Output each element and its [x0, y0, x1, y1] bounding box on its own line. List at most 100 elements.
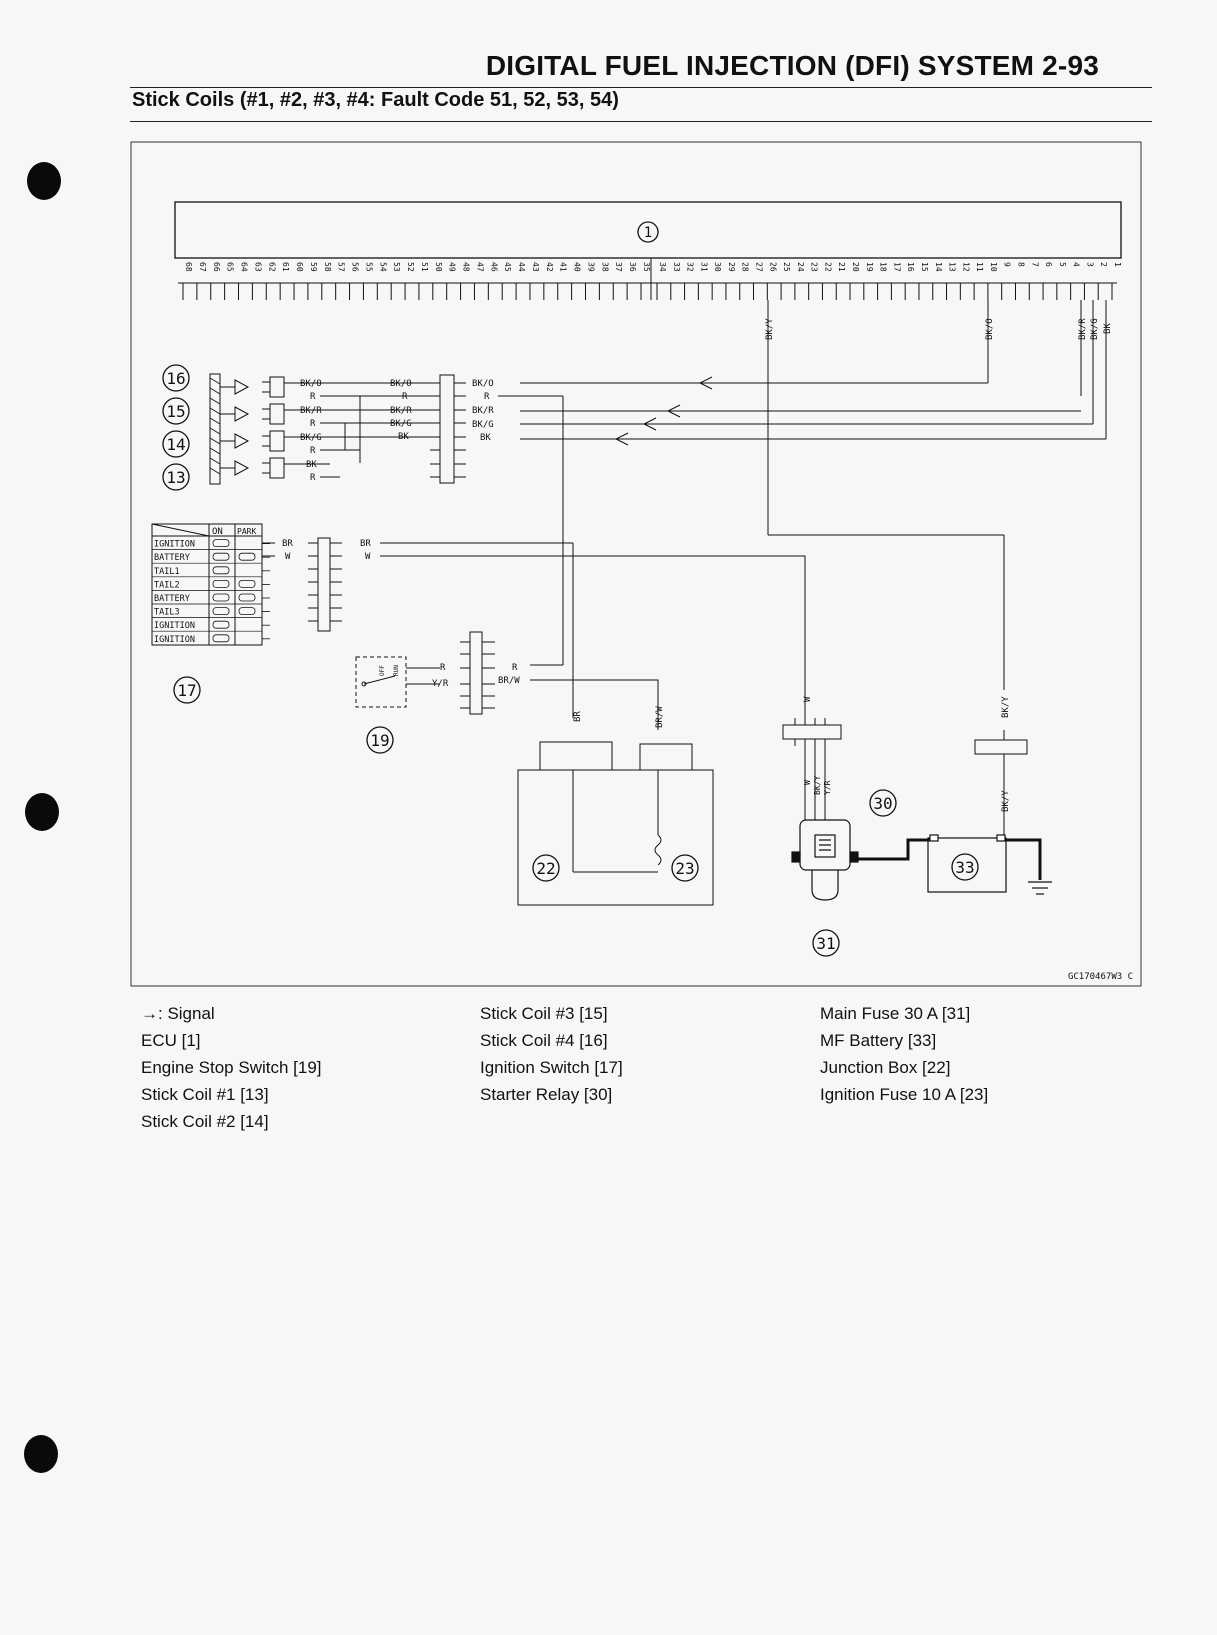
ecu-pin-number: 7 — [1030, 262, 1039, 267]
ign-switch-contact — [212, 620, 230, 629]
coil-wire-label: BK — [398, 432, 409, 442]
ecu-pin-number: 66 — [212, 262, 221, 272]
ecu-pin-number: 37 — [614, 262, 623, 272]
page-subtitle: Stick Coils (#1, #2, #3, #4: Fault Code … — [132, 89, 619, 111]
coil-ground-bar — [209, 373, 221, 485]
ign-switch-row-label: TAIL2 — [154, 580, 180, 590]
ecu-pin-number: 65 — [226, 262, 235, 272]
legend-item: MF Battery [33] — [820, 1031, 937, 1050]
ecu-wire-label: BK/G — [1090, 318, 1100, 340]
ecu-pin-number: 48 — [462, 262, 471, 272]
ecu-pin-number: 46 — [489, 262, 498, 272]
ign-switch-contact — [238, 607, 256, 615]
ecu-pin-number: 50 — [434, 262, 443, 272]
coil-wire-label: BK/R — [300, 406, 322, 416]
ecu-pin-number: 2 — [1099, 262, 1108, 267]
stop-switch-mark: OFF — [379, 665, 386, 676]
stop-wire-label: BR/W — [498, 676, 520, 686]
coil-ref: 13 — [166, 468, 185, 487]
ecu-pin-number: 34 — [658, 262, 667, 272]
relay-wire-label: W — [803, 696, 813, 702]
ign-switch-contact — [212, 539, 230, 547]
ecu-pin-number: 58 — [323, 262, 332, 272]
coil-wire-label: BK/G — [390, 419, 412, 429]
ecu-pin-number: 23 — [810, 262, 819, 272]
ecu-pin-number: 12 — [961, 262, 970, 272]
legend-column-3: Main Fuse 30 A [31] MF Battery [33] Junc… — [820, 1000, 988, 1108]
junction-box-ref: 22 — [536, 859, 555, 878]
binder-hole-bottom — [24, 1435, 58, 1473]
ecu-pin-number: 18 — [879, 262, 888, 272]
stick-coil-16 — [220, 376, 285, 398]
battery-wire-label: BK/Y — [1001, 790, 1011, 812]
ign-switch-contact — [212, 607, 230, 615]
mf-battery — [858, 834, 1052, 895]
legend-item: Starter Relay [30] — [480, 1085, 613, 1104]
ecu-pin-number: 5 — [1058, 262, 1067, 267]
ign-switch-row-label: IGNITION — [154, 540, 195, 550]
coil-wire-label: R — [310, 473, 316, 483]
coil-wire-label: R — [310, 419, 316, 429]
relay-wire-label: BK/Y — [813, 776, 822, 795]
ecu-pin-number: 39 — [586, 262, 595, 272]
ecu-pin-number: 15 — [920, 262, 929, 272]
ecu-pin-number: 30 — [713, 262, 722, 272]
coil-wire-label: BK/R — [472, 406, 494, 416]
ecu-pin-number: 67 — [198, 262, 207, 272]
ecu-pin-number: 49 — [448, 262, 457, 272]
binder-hole-middle — [25, 793, 59, 831]
coil-ref: 14 — [166, 435, 185, 454]
legend-item: Junction Box [22] — [820, 1058, 951, 1077]
coil-wire-label: R — [310, 392, 316, 402]
coil-ref: 15 — [166, 402, 185, 421]
legend-item: Ignition Switch [17] — [480, 1058, 623, 1077]
ecu-wire-label: BK/O — [985, 318, 995, 340]
battery-ref: 33 — [955, 858, 974, 877]
legend-item: Stick Coil #1 [13] — [141, 1085, 269, 1104]
battery-wire-label: BK/Y — [1001, 696, 1011, 718]
ign-connector — [317, 537, 331, 632]
ign-switch-contact — [212, 580, 230, 588]
ign-switch-contact — [212, 634, 230, 643]
ecu-pin-number: 68 — [184, 262, 193, 272]
stick-coil-13 — [220, 457, 285, 479]
stick-coil-14 — [220, 430, 285, 452]
ign-switch-row-label: IGNITION — [154, 635, 195, 645]
coil-wire-label: BK — [480, 433, 491, 443]
ecu-pin-number: 28 — [741, 262, 750, 272]
ecu-pin-number: 10 — [989, 262, 998, 272]
ign-wire-label: W — [285, 552, 291, 562]
ecu-pin-number: 61 — [281, 262, 290, 272]
ecu-pin-number: 19 — [865, 262, 874, 272]
stop-switch-mark: RUN — [393, 665, 400, 676]
ecu-pin-number: 25 — [782, 262, 791, 272]
ecu-pin-number: 4 — [1072, 262, 1081, 267]
ecu-pin-number: 63 — [253, 262, 262, 272]
subtitle-rule — [130, 121, 1152, 122]
ecu-pin-number: 51 — [420, 262, 429, 272]
stick-coil-15 — [220, 403, 285, 425]
legend-column-1: →: Signal ECU [1] Engine Stop Switch [19… — [141, 1000, 322, 1135]
ign-switch-contact — [238, 593, 256, 602]
figure-code: GC170467W3 C — [1068, 972, 1133, 982]
ecu-pin-number: 43 — [531, 262, 540, 272]
ecu-pin-number: 11 — [975, 262, 984, 272]
coil-wire-label: BK/R — [390, 406, 412, 416]
ecu-pin-number: 36 — [628, 262, 637, 272]
coil-wire-label: BK/O — [300, 379, 322, 389]
ecu-wire-label: BK/R — [1078, 318, 1088, 340]
ign-wire-label: BR — [282, 539, 293, 549]
coil-wire-label: BK/O — [390, 379, 412, 389]
legend-column-2: Stick Coil #3 [15] Stick Coil #4 [16] Ig… — [480, 1000, 623, 1108]
legend-item: Engine Stop Switch [19] — [141, 1058, 322, 1077]
ecu-pin-number: 1 — [1113, 262, 1122, 267]
legend-item: Ignition Fuse 10 A [23] — [820, 1085, 989, 1104]
coil-wire-label: BK/G — [300, 433, 322, 443]
ecu-pin-number: 57 — [337, 262, 346, 272]
ecu-pin-number: 42 — [545, 262, 554, 272]
coil-wire-label: BK/G — [472, 420, 494, 430]
ign-switch-contact — [212, 566, 230, 575]
ign-switch-contact — [238, 580, 256, 588]
coil-wire-label: R — [484, 392, 490, 402]
